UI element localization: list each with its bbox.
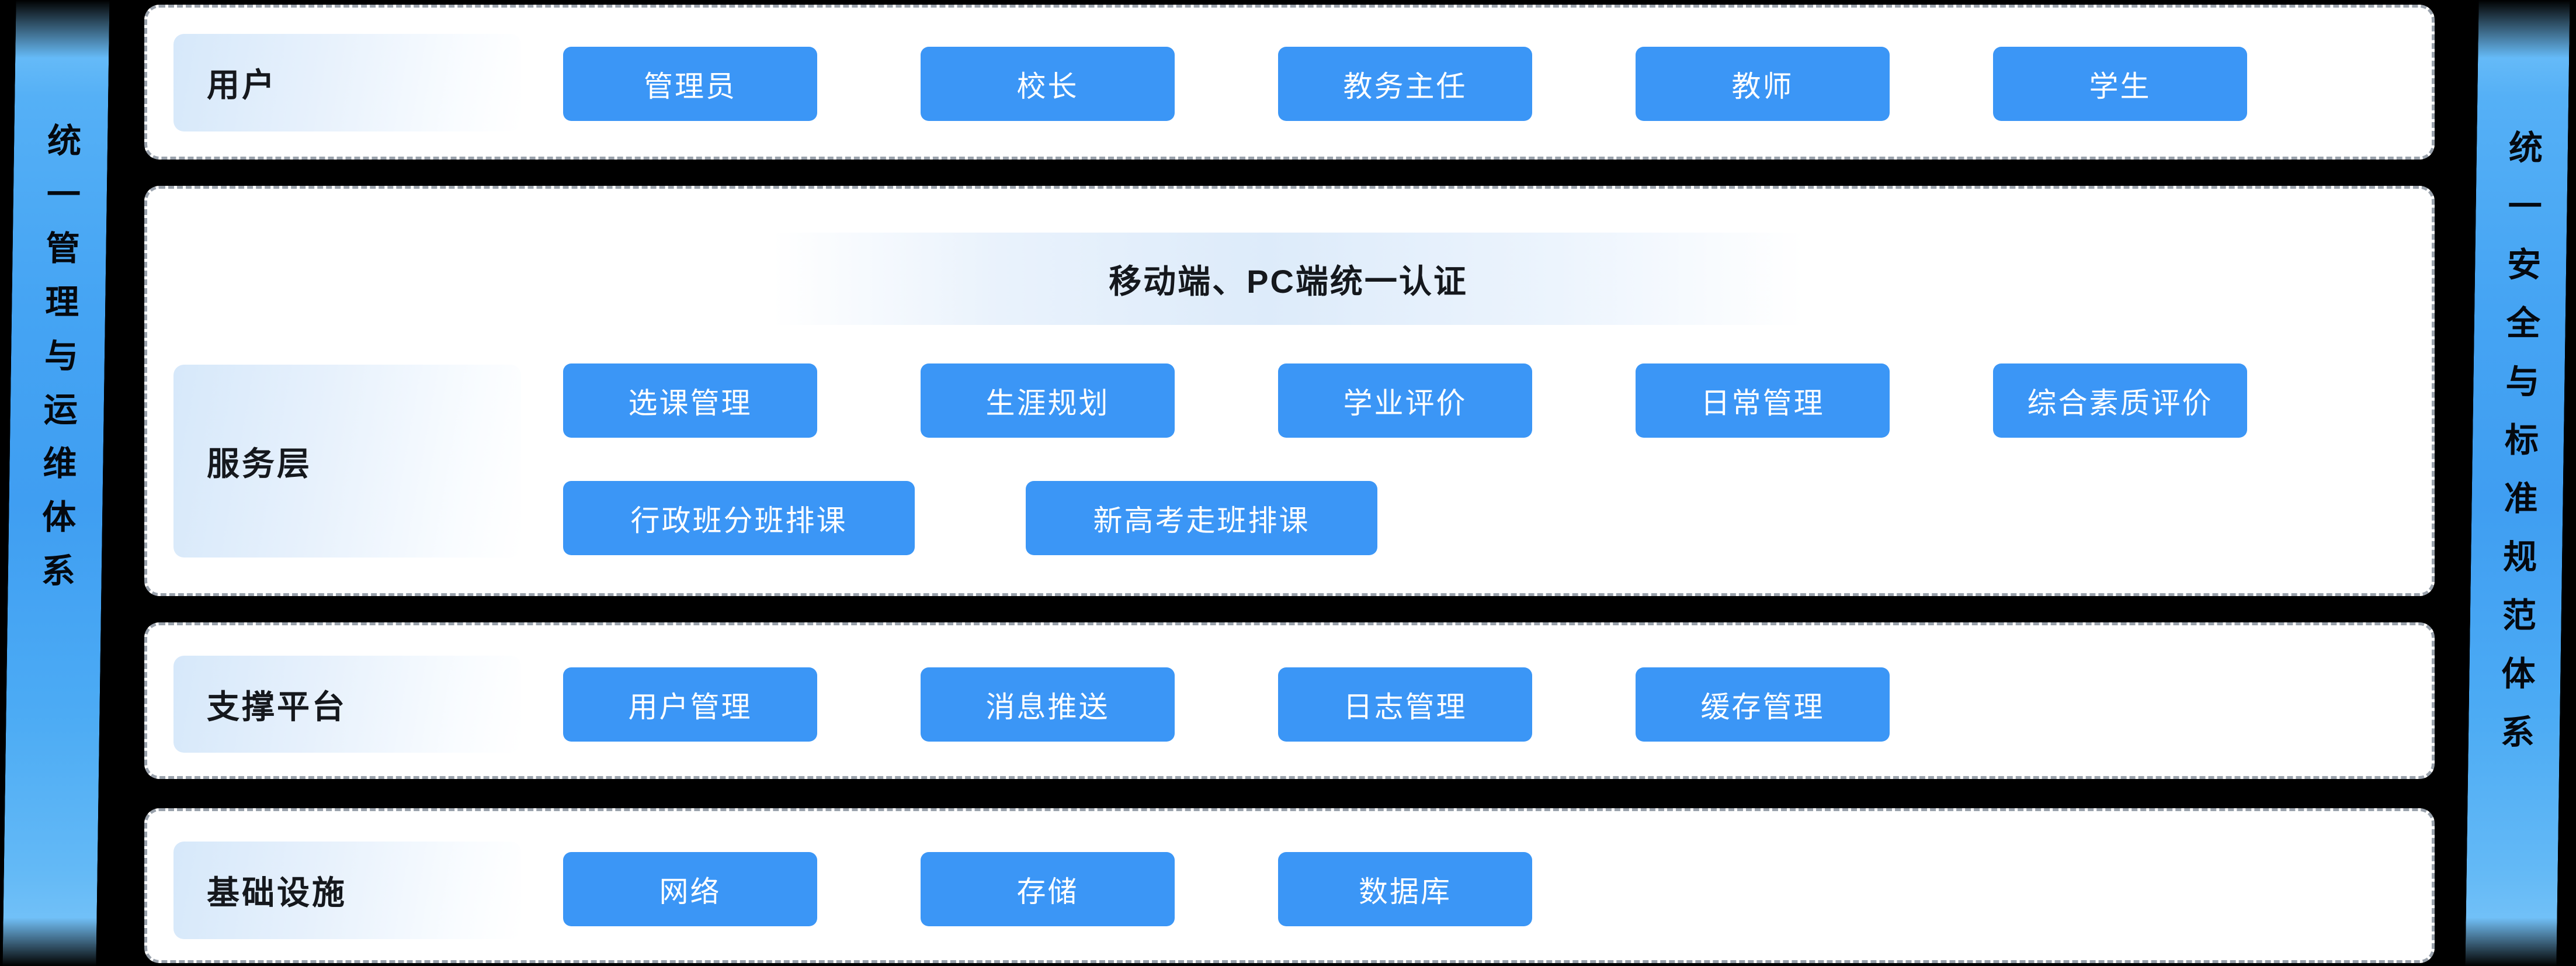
infrastructure-chip-row: 网络 存储 数据库 (563, 852, 1532, 926)
infrastructure-panel: 基础设施 网络 存储 数据库 (144, 808, 2435, 963)
chip-message-push: 消息推送 (921, 667, 1175, 742)
service-layer-row-label: 服务层 (173, 365, 521, 558)
chip-log-management: 日志管理 (1278, 667, 1532, 742)
service-layer-panel: 移动端、PC端统一认证 服务层 选课管理 生涯规划 学业评价 日常管理 综合素质… (144, 186, 2435, 596)
chip-teacher: 教师 (1636, 47, 1890, 121)
left-band-label: 统一管理与运维体系 (36, 123, 81, 607)
service-chip-row-1: 选课管理 生涯规划 学业评价 日常管理 综合素质评价 (563, 363, 2247, 438)
chip-cache-management: 缓存管理 (1636, 667, 1890, 742)
chip-academic-evaluation: 学业评价 (1278, 363, 1532, 438)
chip-network: 网络 (563, 852, 817, 926)
support-platform-row-label: 支撑平台 (173, 656, 521, 753)
users-panel: 用户 管理员 校长 教务主任 教师 学生 (144, 5, 2435, 160)
support-platform-panel: 支撑平台 用户管理 消息推送 日志管理 缓存管理 (144, 622, 2435, 779)
right-band: 统一安全与标准规范体系 (2465, 0, 2570, 966)
chip-daily-management: 日常管理 (1636, 363, 1890, 438)
chip-gaokao-class-scheduling: 新高考走班排课 (1026, 481, 1377, 555)
right-band-label: 统一安全与标准规范体系 (2495, 130, 2542, 773)
chip-career-planning: 生涯规划 (921, 363, 1175, 438)
chip-comprehensive-quality-evaluation: 综合素质评价 (1993, 363, 2247, 438)
support-chip-row: 用户管理 消息推送 日志管理 缓存管理 (563, 667, 1890, 742)
chip-course-selection: 选课管理 (563, 363, 817, 438)
users-row-label: 用户 (173, 34, 521, 131)
service-chip-row-2: 行政班分班排课 新高考走班排课 (563, 481, 1377, 555)
users-chip-row: 管理员 校长 教务主任 教师 学生 (563, 47, 2247, 121)
infrastructure-row-label: 基础设施 (173, 842, 521, 939)
chip-database: 数据库 (1278, 852, 1532, 926)
chip-admin: 管理员 (563, 47, 817, 121)
chip-dean: 教务主任 (1278, 47, 1532, 121)
chip-student: 学生 (1993, 47, 2247, 121)
left-band: 统一管理与运维体系 (2, 0, 110, 966)
chip-principal: 校长 (921, 47, 1175, 121)
chip-storage: 存储 (921, 852, 1175, 926)
unified-auth-header: 移动端、PC端统一认证 (773, 233, 1804, 325)
chip-admin-class-scheduling: 行政班分班排课 (563, 481, 915, 555)
chip-user-management: 用户管理 (563, 667, 817, 742)
